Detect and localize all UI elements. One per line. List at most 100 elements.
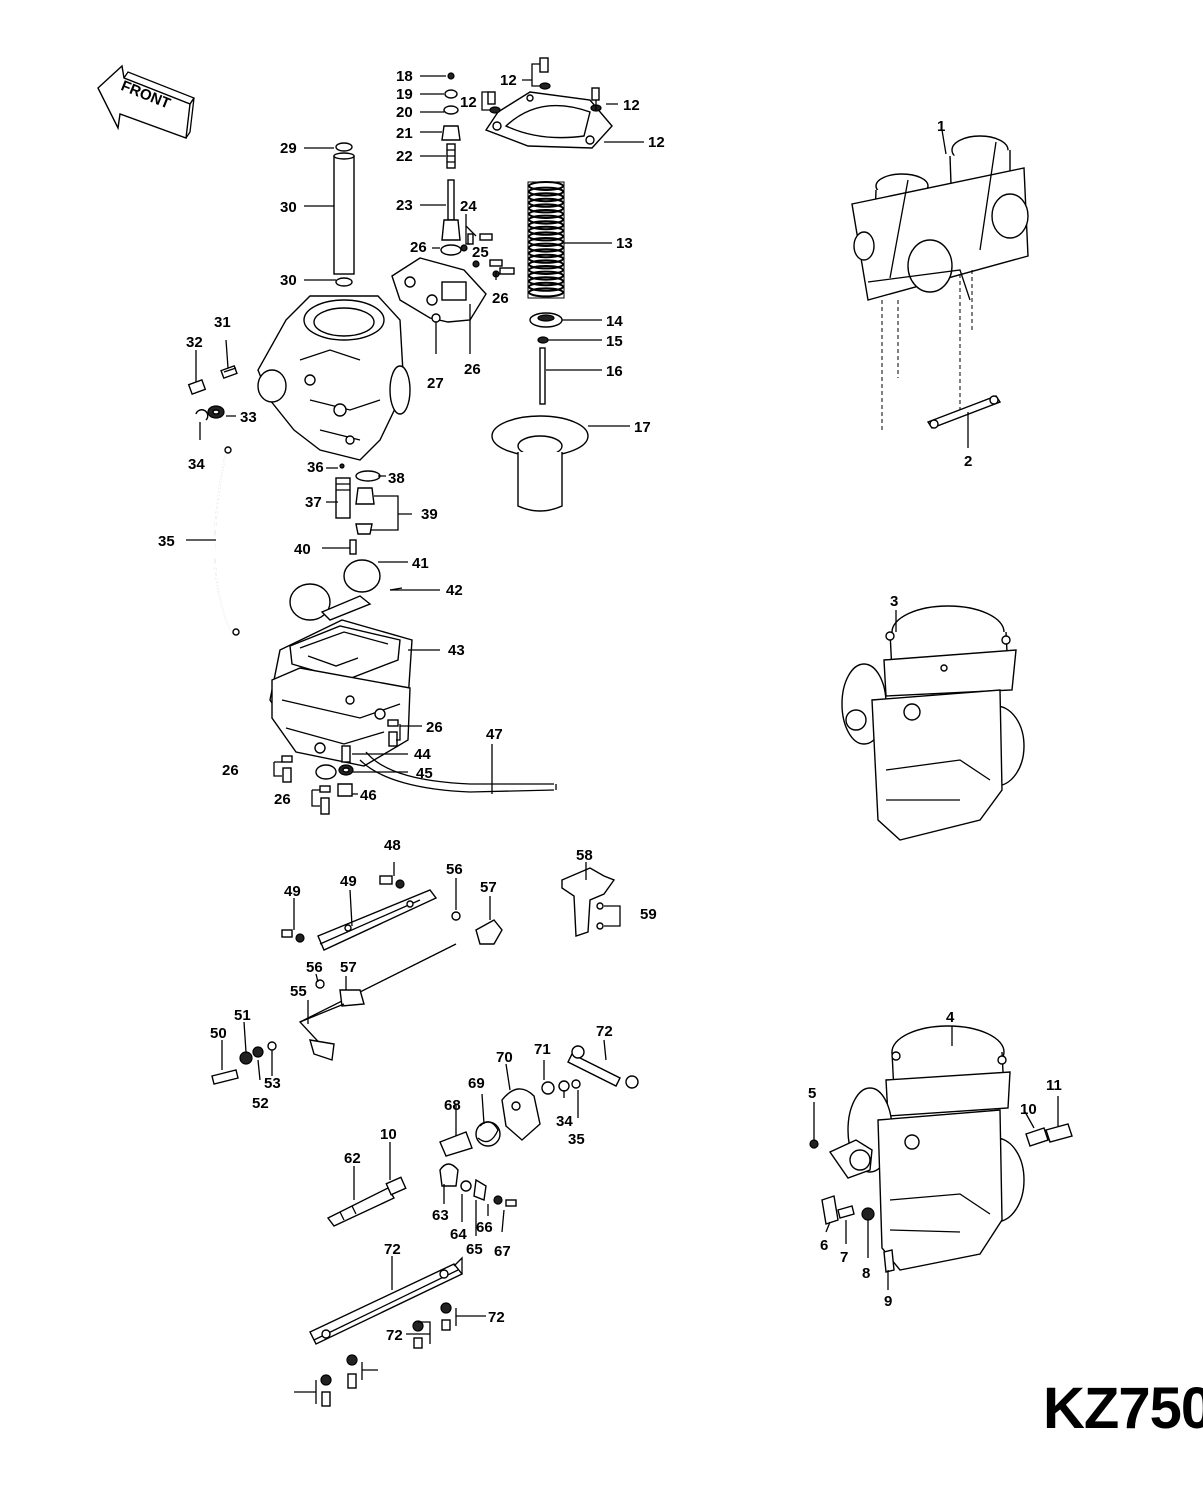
spring-coil bbox=[528, 209, 564, 219]
label-54: 53 bbox=[264, 1075, 281, 1092]
part-group-tube-31 bbox=[333, 142, 355, 287]
carburetor-assembly-3 bbox=[841, 605, 1025, 841]
label-56b: 56 bbox=[306, 959, 323, 976]
part-group-idle-60-70 bbox=[326, 1045, 639, 1227]
label-70: 72 bbox=[596, 1023, 613, 1040]
label-7: 7 bbox=[840, 1249, 848, 1266]
label-48: 47 bbox=[486, 726, 503, 743]
label-6: 6 bbox=[820, 1237, 828, 1254]
label-36: 35 bbox=[158, 533, 175, 550]
label-5: 5 bbox=[808, 1085, 816, 1102]
label-13: 12 bbox=[623, 97, 640, 114]
front-arrow-icon: FRONT bbox=[97, 64, 195, 139]
label-12a: 12 bbox=[500, 72, 517, 89]
label-66: 68 bbox=[444, 1097, 461, 1114]
label-23: 21 bbox=[396, 125, 413, 142]
label-2: 2 bbox=[964, 453, 972, 470]
label-34a: 33 bbox=[240, 409, 257, 426]
label-42: 41 bbox=[412, 555, 429, 572]
label-33: 32 bbox=[186, 334, 203, 351]
part-group-plate-71-72 bbox=[309, 1256, 464, 1407]
part-group-linkage-49-57 bbox=[281, 875, 503, 1061]
label-47: 46 bbox=[360, 787, 377, 804]
label-39: 38 bbox=[388, 470, 405, 487]
leader-lines bbox=[186, 63, 1059, 1404]
label-30a: 29 bbox=[280, 140, 297, 157]
label-72b: 72 bbox=[386, 1327, 403, 1344]
label-14: 12 bbox=[648, 134, 665, 151]
label-63: 65 bbox=[466, 1241, 483, 1258]
spring-coil bbox=[528, 192, 564, 203]
label-53: 52 bbox=[252, 1095, 269, 1112]
model-code: KZ750- bbox=[1043, 1376, 1203, 1441]
spring-coil bbox=[528, 270, 564, 281]
part-group-needle-jet bbox=[440, 72, 462, 256]
label-10a: 10 bbox=[380, 1126, 397, 1143]
spring-coil bbox=[528, 181, 564, 191]
label-50: 49 bbox=[340, 873, 357, 890]
part-group-bolts-26 bbox=[281, 719, 399, 815]
label-67: 69 bbox=[468, 1075, 485, 1092]
carburetor-body-upper bbox=[257, 295, 411, 461]
label-37: 36 bbox=[307, 459, 324, 476]
part-number-labels: 18 19 20 21 22 23 26 12 12 12 12 13 14 1… bbox=[158, 68, 1062, 1344]
label-21: 19 bbox=[396, 86, 413, 103]
label-71: 72 bbox=[384, 1241, 401, 1258]
label-9: 9 bbox=[884, 1293, 892, 1310]
label-15: 13 bbox=[616, 235, 633, 252]
label-3: 3 bbox=[890, 593, 898, 610]
label-26b: 25 bbox=[472, 244, 489, 261]
label-10b: 10 bbox=[1020, 1101, 1037, 1118]
label-60: 62 bbox=[344, 1150, 361, 1167]
label-51: 50 bbox=[210, 1025, 227, 1042]
label-57a: 57 bbox=[480, 879, 497, 896]
label-52: 51 bbox=[234, 1007, 251, 1024]
label-46: 45 bbox=[416, 765, 433, 782]
label-41: 40 bbox=[294, 541, 311, 558]
label-25: 23 bbox=[396, 197, 413, 214]
label-56a: 56 bbox=[446, 861, 463, 878]
spring-coil bbox=[528, 265, 564, 275]
label-29: 27 bbox=[427, 375, 444, 392]
label-19: 17 bbox=[634, 419, 651, 436]
label-16: 14 bbox=[606, 313, 623, 330]
spring-coil bbox=[528, 186, 564, 197]
label-26a: 24 bbox=[460, 198, 477, 215]
label-49a: 48 bbox=[384, 837, 401, 854]
label-17: 15 bbox=[606, 333, 623, 350]
label-55: 55 bbox=[290, 983, 307, 1000]
label-35a: 34 bbox=[188, 456, 205, 473]
label-65: 67 bbox=[494, 1243, 511, 1260]
label-11: 11 bbox=[1046, 1077, 1062, 1094]
label-26f: 26 bbox=[274, 791, 291, 808]
label-64: 66 bbox=[476, 1219, 493, 1236]
part-group-drain-45-48 bbox=[315, 745, 557, 797]
label-12b: 12 bbox=[460, 94, 477, 111]
spring-coil bbox=[528, 248, 564, 259]
label-31: 30 bbox=[280, 199, 297, 216]
carburetor-pair-assembly-1 bbox=[851, 135, 1029, 432]
part-group-screws-32-35 bbox=[187, 364, 238, 421]
label-45: 44 bbox=[414, 746, 431, 763]
label-30b: 30 bbox=[280, 272, 297, 289]
label-61: 63 bbox=[432, 1207, 449, 1224]
spring-coil bbox=[528, 197, 564, 208]
label-59: 59 bbox=[640, 906, 657, 923]
label-26c: 26 bbox=[492, 290, 509, 307]
spring-coil bbox=[528, 231, 564, 242]
spring-coil bbox=[528, 253, 564, 264]
label-18: 16 bbox=[606, 363, 623, 380]
spring-part bbox=[527, 181, 565, 299]
label-1: 1 bbox=[937, 118, 945, 135]
label-4: 4 bbox=[946, 1009, 955, 1026]
label-20: 18 bbox=[396, 68, 413, 85]
spring-coil bbox=[528, 225, 564, 236]
label-57b: 57 bbox=[340, 959, 357, 976]
label-32: 31 bbox=[214, 314, 231, 331]
part-group-bracket-58-59 bbox=[561, 867, 616, 937]
float-bowl-44 bbox=[269, 619, 413, 767]
spring-coil bbox=[528, 237, 564, 247]
label-69: 71 bbox=[534, 1041, 551, 1058]
label-26d: 26 bbox=[426, 719, 443, 736]
spring-coil bbox=[528, 281, 564, 292]
